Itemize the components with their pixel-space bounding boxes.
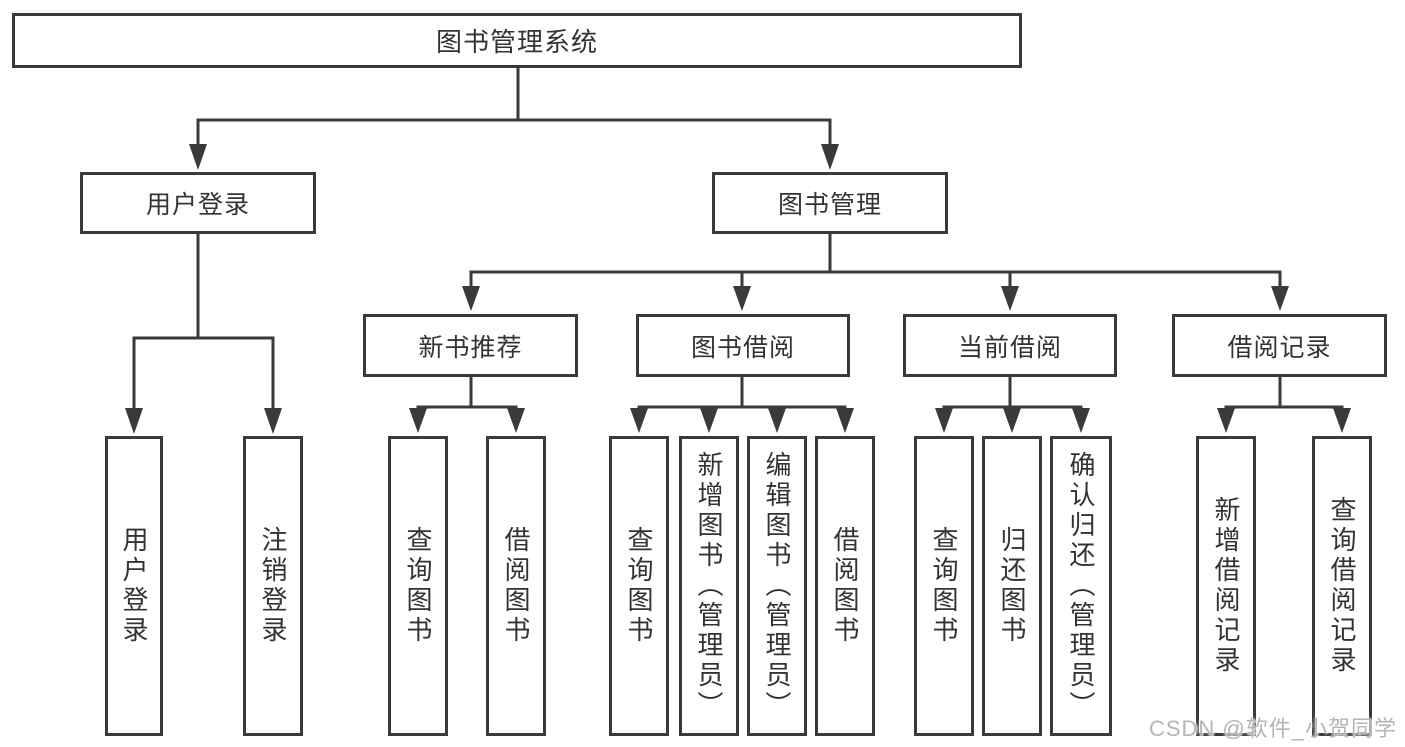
leaf-logout: 注销登录 <box>243 436 303 736</box>
leaf-current-query-book: 查询图书 <box>914 436 974 736</box>
leaf-borrow-query-book-label: 查询图书 <box>624 526 654 646</box>
edge-root-to-level2 <box>189 66 839 170</box>
node-book-borrow-label: 图书借阅 <box>690 333 795 362</box>
leaf-records-add-record: 新增借阅记录 <box>1196 436 1256 736</box>
leaf-rec-borrow-book: 借阅图书 <box>486 436 546 736</box>
leaf-current-confirm-return-label: 确认归还（管理员） <box>1066 451 1096 721</box>
node-new-book-rec-label: 新书推荐 <box>418 333 523 362</box>
leaf-rec-query-book-label: 查询图书 <box>403 526 433 646</box>
node-current-borrow: 当前借阅 <box>903 314 1117 377</box>
node-borrow-records: 借阅记录 <box>1172 314 1387 377</box>
node-book-borrow: 图书借阅 <box>636 314 850 377</box>
edge-new-book-rec-to-leaves <box>409 375 525 433</box>
node-book-mgmt-label: 图书管理 <box>777 191 882 219</box>
leaf-borrow-edit-book-label: 编辑图书（管理员） <box>762 451 792 721</box>
leaf-logout-label: 注销登录 <box>258 526 288 646</box>
leaf-borrow-edit-book: 编辑图书（管理员） <box>747 436 807 736</box>
node-root-label: 图书管理系统 <box>435 27 598 57</box>
leaf-current-return-book-label: 归还图书 <box>997 526 1027 646</box>
edge-borrow-records-to-leaves <box>1217 375 1351 433</box>
node-current-borrow-label: 当前借阅 <box>957 333 1062 362</box>
edge-book-borrow-to-leaves <box>630 375 854 433</box>
node-user-login-label: 用户登录 <box>145 191 250 219</box>
node-user-login: 用户登录 <box>80 172 316 234</box>
leaf-borrow-add-book-label: 新增图书（管理员） <box>694 451 724 721</box>
node-borrow-records-label: 借阅记录 <box>1227 333 1332 362</box>
leaf-borrow-add-book: 新增图书（管理员） <box>679 436 739 736</box>
node-book-mgmt: 图书管理 <box>712 172 948 234</box>
leaf-current-return-book: 归还图书 <box>982 436 1042 736</box>
leaf-records-add-record-label: 新增借阅记录 <box>1211 496 1241 676</box>
node-root: 图书管理系统 <box>12 13 1022 68</box>
leaf-rec-query-book: 查询图书 <box>388 436 448 736</box>
leaf-rec-borrow-book-label: 借阅图书 <box>501 526 531 646</box>
leaf-borrow-borrow-book: 借阅图书 <box>815 436 875 736</box>
edge-user-login-to-leaves <box>125 232 282 434</box>
leaf-user-login: 用户登录 <box>105 436 163 736</box>
leaf-user-login-label: 用户登录 <box>119 526 149 646</box>
leaf-borrow-borrow-book-label: 借阅图书 <box>830 526 860 646</box>
watermark: CSDN @软件_小贺同学 <box>1148 716 1397 741</box>
edge-book-mgmt-to-level3 <box>462 232 1289 311</box>
leaf-current-query-book-label: 查询图书 <box>929 526 959 646</box>
leaf-records-query-record-label: 查询借阅记录 <box>1327 496 1357 676</box>
node-new-book-rec: 新书推荐 <box>363 314 578 377</box>
edge-current-borrow-to-leaves <box>935 375 1090 433</box>
leaf-records-query-record: 查询借阅记录 <box>1312 436 1372 736</box>
leaf-current-confirm-return: 确认归还（管理员） <box>1050 436 1112 736</box>
leaf-borrow-query-book: 查询图书 <box>609 436 669 736</box>
